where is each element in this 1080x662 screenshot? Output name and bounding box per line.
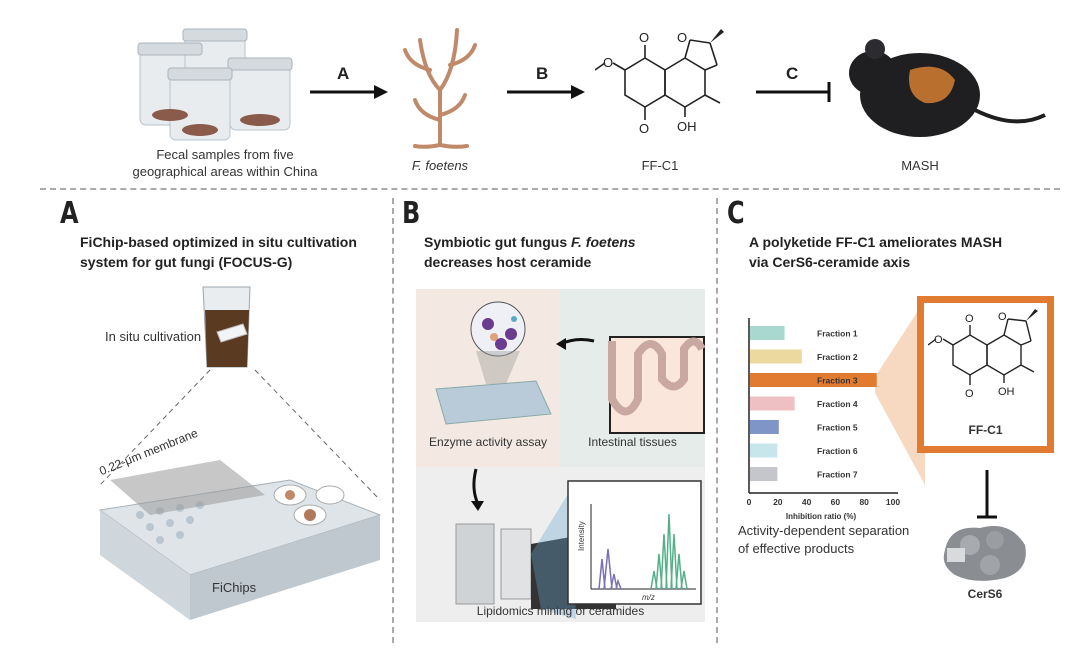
chart-caption-line-2: of effective products [738,541,855,556]
svg-text:OH: OH [998,386,1015,398]
mouse-liver-illustration [849,39,1046,137]
fecal-label-line-2: geographical areas within China [132,164,318,179]
svg-text:O: O [603,55,613,70]
panel-c-title: A polyketide FF-C1 ameliorates MASH via … [749,232,1002,272]
arrow-b-label: B [536,64,549,83]
panel-a-title-line-1: FiChip-based optimized in situ cultivati… [80,234,357,250]
fichips-label: FiChips [212,580,257,595]
svg-text:O: O [965,313,974,325]
inhibit-bar-icon [977,470,997,519]
x-tick-label: 0 [747,497,752,507]
panel-b-title-line-2: decreases host ceramide [424,254,592,270]
x-axis-title: Inhibition ratio (%) [786,512,857,521]
bar-label-4: Fraction 4 [817,399,858,409]
panel-c-title-line-1: A polyketide FF-C1 ameliorates MASH [749,234,1003,250]
arrow-a-label: A [337,64,350,83]
bar-2 [750,349,802,364]
svg-text:O: O [677,30,687,45]
ms-xlabel: m/z [642,593,655,602]
beaker-label: In situ cultivation [105,329,202,344]
panel-c-letter: C [727,196,745,231]
arrow-c-label: C [786,64,799,83]
panel-a-title: FiChip-based optimized in situ cultivati… [80,232,357,272]
bar-label-7: Fraction 7 [817,470,858,480]
bar-3 [750,373,877,387]
arrow-b-icon [507,85,585,99]
x-tick-label: 60 [831,497,841,507]
enzyme-label: Enzyme activity assay [428,435,548,449]
panel-b-title: Symbiotic gut fungus F. foetens decrease… [424,232,636,272]
svg-text:O: O [639,30,649,45]
svg-text:O: O [639,121,649,136]
fecal-samples-label: Fecal samples from five geographical are… [120,146,330,180]
svg-text:OH: OH [677,119,697,134]
panel-c-title-line-2: via CerS6-ceramide axis [749,254,911,270]
x-tick-label: 80 [859,497,869,507]
ffc1-highlight-box [917,296,1054,453]
panel-b-title-species: F. foetens [571,234,636,250]
cers6-protein-illustration [943,526,1026,581]
horizontal-divider [40,188,1060,190]
compound-label-top: FF-C1 [641,158,679,173]
fichip-illustration [98,369,382,620]
disease-label: MASH [901,158,939,173]
ffc1-structure-top: O O O O OH [595,29,724,136]
panel-b-illustrations: Intensity m/z [435,301,705,619]
bar-label-3: Fraction 3 [817,376,858,386]
svg-text:O: O [934,334,943,346]
bar-label-1: Fraction 1 [817,329,858,339]
chart-caption-line-1: Activity-dependent separation [738,523,910,538]
bar-4 [750,396,795,411]
inhibit-arrow-icon [756,82,831,102]
bar-7 [750,467,778,481]
bar-5 [750,420,779,434]
x-tick-label: 40 [802,497,812,507]
svg-text:O: O [965,388,974,400]
bar-label-2: Fraction 2 [817,352,858,362]
bar-6 [750,443,778,458]
ms-ylabel: Intensity [577,521,586,551]
panel-a-title-line-2: system for gut fungi (FOCUS-G) [80,254,293,270]
chart-caption: Activity-dependent separation of effecti… [738,522,909,558]
bar-label-5: Fraction 5 [817,423,858,433]
x-tick-label: 100 [886,497,900,507]
panel-b-letter: B [402,196,421,231]
arrow-a-icon [310,85,388,99]
fungus-illustration [403,28,477,149]
ffc1-structure-box: O O O O OH [928,309,1038,400]
ffc1-label-box: FF-C1 [968,423,1003,437]
fungus-label: F. foetens [411,158,469,173]
panel-a-letter: A [60,196,79,231]
vertical-divider-2 [716,198,718,643]
fecal-label-line-1: Fecal samples from five [156,147,294,162]
tissue-label: Intestinal tissues [588,435,677,449]
x-tick-label: 20 [773,497,783,507]
bar-label-6: Fraction 6 [817,446,858,456]
svg-text:O: O [998,311,1007,323]
bar-1 [750,326,785,340]
panel-b-title-part: Symbiotic gut fungus [424,234,571,250]
cers6-label: CerS6 [967,587,1003,601]
lipidomics-label: Lipidomics mining of ceramides [476,604,645,618]
fecal-jars-illustration [137,28,293,141]
beaker-illustration [202,286,251,368]
vertical-divider-1 [392,198,394,643]
